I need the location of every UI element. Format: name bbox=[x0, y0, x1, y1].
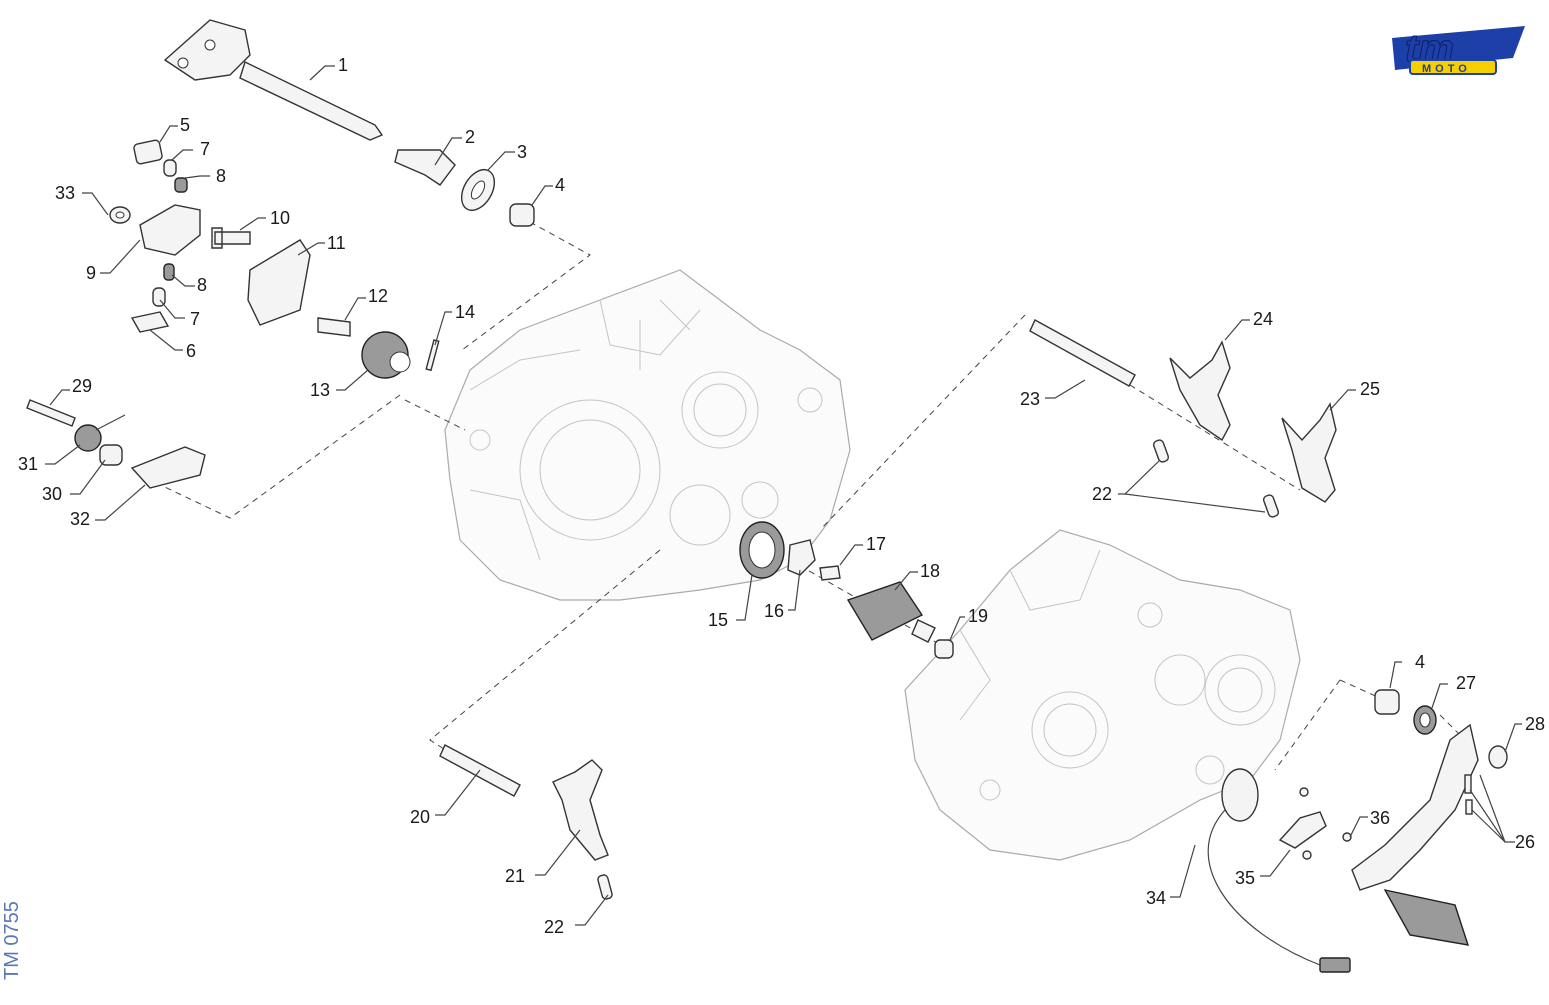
fork-shaft-23 bbox=[1029, 319, 1136, 387]
callout-7-upper: 7 bbox=[200, 139, 210, 159]
screw-36 bbox=[1342, 832, 1352, 842]
callout-28: 28 bbox=[1525, 714, 1545, 734]
callout-16: 16 bbox=[764, 601, 784, 621]
callout-23: 23 bbox=[1020, 389, 1040, 409]
lever-arm bbox=[130, 446, 206, 489]
callout-27: 27 bbox=[1456, 673, 1476, 693]
callout-22-right: 22 bbox=[1092, 484, 1112, 504]
stud-bolt bbox=[317, 317, 351, 337]
sheet-code: TM 0755 bbox=[1, 901, 23, 980]
fork-pin-bottom bbox=[597, 874, 613, 900]
shift-drum bbox=[846, 581, 936, 643]
pawl-lower bbox=[130, 311, 170, 333]
callout-9: 9 bbox=[86, 263, 96, 283]
tm-moto-logo: tm MOTO bbox=[1392, 26, 1525, 75]
callout-8-upper: 8 bbox=[216, 166, 226, 186]
callout-15: 15 bbox=[708, 610, 728, 630]
callout-11: 11 bbox=[327, 233, 346, 253]
callout-34: 34 bbox=[1146, 888, 1166, 908]
shift-drum-star bbox=[361, 331, 411, 379]
plunger-pin-upper bbox=[163, 159, 177, 177]
bushing-upper bbox=[509, 203, 535, 227]
washer bbox=[460, 169, 496, 211]
callout-25: 25 bbox=[1360, 379, 1380, 399]
shift-fork-24 bbox=[1169, 340, 1231, 442]
fork-pin-right-1 bbox=[1152, 439, 1170, 463]
callout-26: 26 bbox=[1515, 832, 1535, 852]
callout-14: 14 bbox=[455, 302, 475, 322]
callout-4-lower: 4 bbox=[1415, 652, 1425, 672]
small-washer bbox=[109, 206, 131, 224]
logo-subtext: MOTO bbox=[1422, 63, 1471, 75]
callout-19: 19 bbox=[968, 606, 988, 626]
callout-18: 18 bbox=[920, 561, 940, 581]
callout-24: 24 bbox=[1253, 309, 1273, 329]
crankcase-left-half bbox=[444, 269, 851, 601]
shift-fork-21 bbox=[552, 759, 609, 861]
callout-33: 33 bbox=[55, 183, 75, 203]
spring-lower bbox=[163, 263, 175, 281]
shift-pedal bbox=[1351, 723, 1479, 946]
bolt-10 bbox=[211, 227, 251, 249]
spring-upper bbox=[174, 177, 188, 193]
bushing-lower bbox=[1374, 689, 1400, 715]
screw-36-a bbox=[1299, 787, 1309, 797]
oil-seal bbox=[739, 521, 785, 579]
callout-20: 20 bbox=[410, 807, 430, 827]
callout-labels: 1 2 3 4 5 6 7 7 8 8 9 10 11 12 13 14 15 … bbox=[18, 55, 1545, 937]
guide-plate bbox=[247, 239, 311, 326]
bolt-29 bbox=[26, 399, 76, 427]
callout-5: 5 bbox=[180, 115, 190, 135]
callout-30: 30 bbox=[42, 484, 62, 504]
callout-22-bottom: 22 bbox=[544, 917, 564, 937]
sensor-bracket bbox=[1278, 811, 1327, 849]
shift-spring-clip bbox=[394, 149, 456, 186]
screw-17 bbox=[819, 565, 841, 581]
callout-6: 6 bbox=[186, 341, 196, 361]
callout-10: 10 bbox=[270, 208, 290, 228]
callout-2: 2 bbox=[465, 127, 475, 147]
drum-bushing bbox=[934, 639, 954, 659]
pawl-block bbox=[133, 139, 163, 165]
ratchet-selector bbox=[139, 204, 201, 256]
screw-36-b bbox=[1302, 850, 1312, 860]
callout-13: 13 bbox=[310, 380, 330, 400]
return-spring bbox=[74, 414, 126, 452]
callout-32: 32 bbox=[70, 509, 90, 529]
bushing-30 bbox=[99, 444, 123, 466]
fork-pin-right-2 bbox=[1262, 494, 1280, 518]
callout-1: 1 bbox=[338, 55, 348, 75]
callout-12: 12 bbox=[368, 286, 388, 306]
retainer-plate bbox=[787, 539, 816, 576]
callout-31: 31 bbox=[18, 454, 38, 474]
callout-17: 17 bbox=[866, 534, 886, 554]
callout-29: 29 bbox=[72, 376, 92, 396]
crankcase-right-half bbox=[904, 529, 1301, 861]
callout-21: 21 bbox=[505, 866, 525, 886]
circlip bbox=[1488, 745, 1508, 769]
callout-36: 36 bbox=[1370, 808, 1390, 828]
callout-3: 3 bbox=[517, 142, 527, 162]
pedal-seal bbox=[1413, 705, 1437, 735]
gear-position-sensor bbox=[1207, 768, 1351, 973]
shift-shaft bbox=[163, 19, 384, 141]
callout-4-upper: 4 bbox=[555, 175, 565, 195]
callout-8-lower: 8 bbox=[197, 275, 207, 295]
leader-lines bbox=[45, 65, 1522, 926]
dowel-pin-14 bbox=[425, 339, 440, 372]
shift-fork-25 bbox=[1281, 402, 1337, 503]
callout-7-lower: 7 bbox=[190, 309, 200, 329]
callout-35: 35 bbox=[1235, 868, 1255, 888]
